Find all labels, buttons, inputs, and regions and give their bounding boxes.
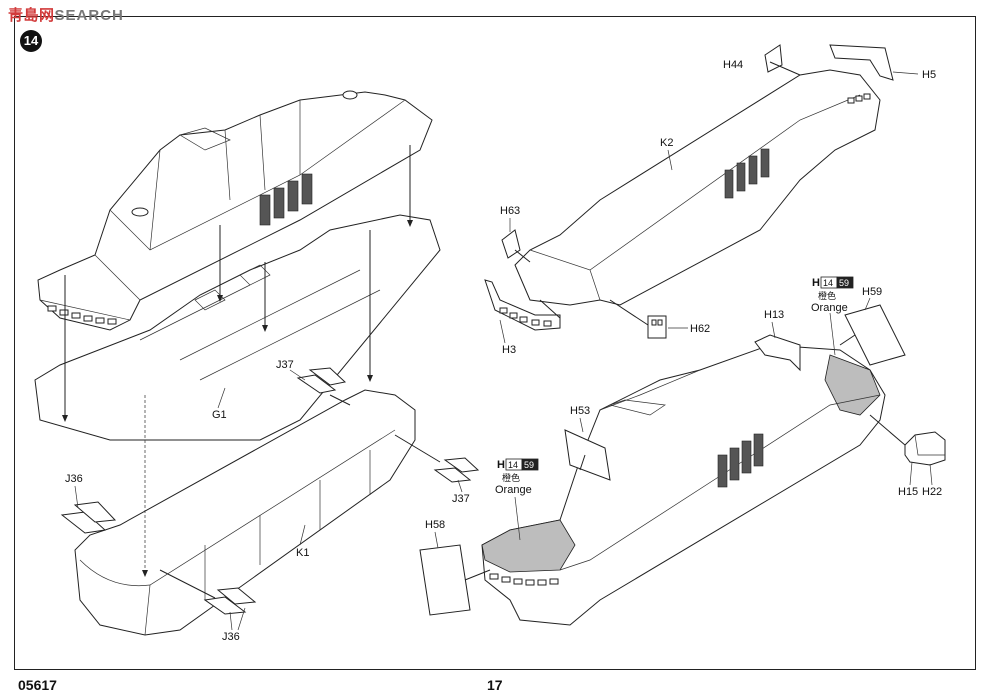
- assembled-hull: [481, 344, 886, 626]
- paint-name-cn: 橙色: [502, 472, 520, 483]
- part-h62: [647, 315, 667, 339]
- step-number-badge: 14: [20, 30, 42, 52]
- watermark-en: SEARCH: [54, 7, 124, 24]
- lower-hull-k1: [74, 389, 416, 636]
- k2-grille: [724, 148, 770, 199]
- paint-name-cn: 橙色: [818, 290, 836, 301]
- label-k2: K2: [660, 137, 673, 149]
- label-h58: H58: [425, 519, 445, 531]
- label-j36-bottom: J36: [222, 631, 240, 643]
- paint-code-2: 59: [524, 460, 534, 470]
- label-h53: H53: [570, 405, 590, 417]
- part-h5: [829, 44, 894, 81]
- part-h63: [501, 229, 521, 259]
- part-h13: [754, 334, 801, 372]
- upper-hull-k2: [514, 69, 881, 306]
- part-h59: [844, 304, 906, 366]
- upper-superstructure: [37, 90, 433, 331]
- label-h5: H5: [922, 69, 936, 81]
- label-h59: H59: [862, 286, 882, 298]
- assembled-grille: [717, 433, 764, 488]
- paint-code-1: 14: [823, 278, 833, 288]
- hull-grille: [259, 173, 313, 226]
- label-j37-bottom: J37: [452, 493, 470, 505]
- footer-page-number: 17: [487, 677, 503, 693]
- paint-callout-lower: H 14 59 橙色 Orange: [495, 458, 539, 541]
- label-h63: H63: [500, 205, 520, 217]
- part-j36-bottom: [159, 569, 257, 615]
- part-j36-top: [60, 501, 117, 534]
- part-h53: [564, 429, 611, 481]
- paint-callout-upper: H 14 59 橙色 Orange: [811, 276, 854, 356]
- part-h3: [484, 279, 561, 331]
- label-h3: H3: [502, 344, 516, 356]
- deck-plate-g1: [34, 214, 441, 441]
- label-h22: H22: [922, 486, 942, 498]
- label-h44: H44: [723, 59, 743, 71]
- label-j37-top: J37: [276, 359, 294, 371]
- label-j36-top: J36: [65, 473, 83, 485]
- part-h58: [419, 544, 471, 616]
- paint-letter: H: [812, 277, 820, 289]
- paint-code-1: 14: [508, 460, 518, 470]
- part-j37-top: [296, 367, 351, 406]
- part-j37-bottom: [394, 434, 480, 483]
- part-h15-h22: [904, 431, 946, 466]
- label-g1: G1: [212, 409, 227, 421]
- hull-vent-row: [47, 305, 117, 325]
- part-h44: [764, 44, 783, 73]
- paint-name-en: Orange: [495, 484, 532, 496]
- label-h15: H15: [898, 486, 918, 498]
- paint-letter: H: [497, 459, 505, 471]
- footer-code: 05617: [18, 677, 57, 693]
- page-frame: [14, 16, 976, 670]
- watermark-cn: 靑島网: [8, 7, 55, 24]
- label-k1: K1: [296, 547, 309, 559]
- label-h13: H13: [764, 309, 784, 321]
- paint-name-en: Orange: [811, 302, 848, 314]
- label-h62: H62: [690, 323, 710, 335]
- watermark: 靑島网SEARCH: [8, 4, 124, 25]
- paint-code-2: 59: [839, 278, 849, 288]
